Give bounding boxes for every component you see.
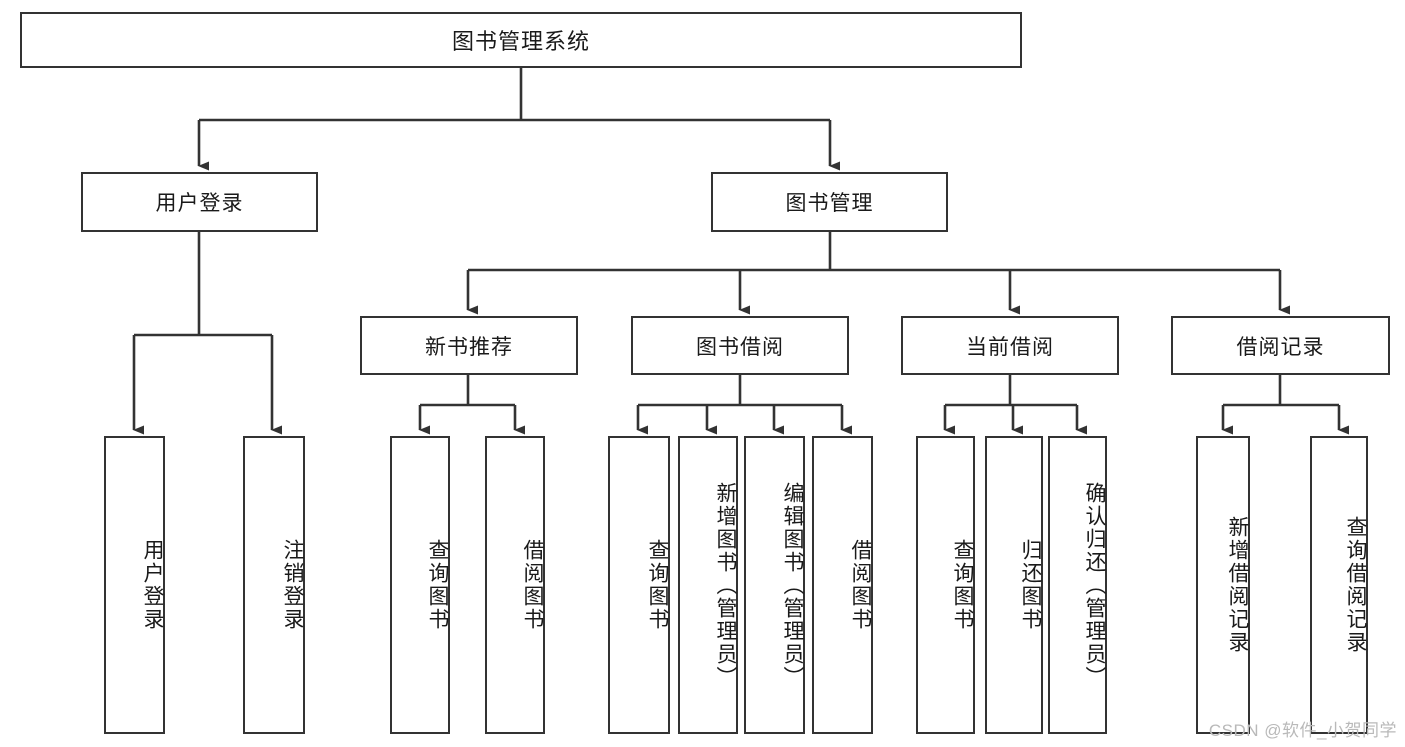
node-label: 图书借阅 xyxy=(696,335,784,359)
node-label: 图书管理系统 xyxy=(451,29,590,54)
node-user-login[interactable]: 用户登录 xyxy=(81,172,318,232)
node-leaf-add-book-admin[interactable]: 新增图书（管理员） xyxy=(678,436,738,734)
node-root-book-management-system[interactable]: 图书管理系统 xyxy=(20,12,1022,68)
node-label: 借阅图书 xyxy=(849,539,872,631)
node-leaf-user-login[interactable]: 用户登录 xyxy=(104,436,165,734)
node-label: 归还图书 xyxy=(1019,539,1042,631)
node-label: 用户登录 xyxy=(155,192,244,215)
node-leaf-edit-book-admin[interactable]: 编辑图书（管理员） xyxy=(744,436,805,734)
node-leaf-query-book-borrow[interactable]: 查询图书 xyxy=(608,436,670,734)
node-leaf-add-borrow-record[interactable]: 新增借阅记录 xyxy=(1196,436,1250,734)
node-leaf-borrow-book-new[interactable]: 借阅图书 xyxy=(485,436,545,734)
node-label: 查询图书 xyxy=(646,539,669,631)
node-label: 新书推荐 xyxy=(425,335,513,359)
node-label: 确认归还（管理员） xyxy=(1083,481,1106,689)
node-label: 查询借阅记录 xyxy=(1344,516,1367,654)
node-current-borrow[interactable]: 当前借阅 xyxy=(901,316,1119,375)
node-label: 新增图书（管理员） xyxy=(714,481,737,689)
watermark-text: CSDN @软件_小贺同学 xyxy=(1208,721,1397,740)
node-leaf-return-book[interactable]: 归还图书 xyxy=(985,436,1043,734)
node-leaf-query-book-current[interactable]: 查询图书 xyxy=(916,436,975,734)
node-leaf-confirm-return-admin[interactable]: 确认归还（管理员） xyxy=(1048,436,1107,734)
node-borrow-record[interactable]: 借阅记录 xyxy=(1171,316,1390,375)
node-label: 注销登录 xyxy=(281,539,304,631)
node-leaf-logout[interactable]: 注销登录 xyxy=(243,436,305,734)
node-book-borrow[interactable]: 图书借阅 xyxy=(631,316,849,375)
node-label: 查询图书 xyxy=(951,539,974,631)
node-label: 当前借阅 xyxy=(966,335,1054,359)
node-leaf-query-borrow-record[interactable]: 查询借阅记录 xyxy=(1310,436,1368,734)
node-leaf-borrow-book[interactable]: 借阅图书 xyxy=(812,436,873,734)
node-label: 查询图书 xyxy=(426,539,449,631)
node-leaf-query-book-new[interactable]: 查询图书 xyxy=(390,436,450,734)
node-label: 用户登录 xyxy=(141,539,164,631)
node-label: 借阅记录 xyxy=(1236,335,1325,359)
node-label: 编辑图书（管理员） xyxy=(781,481,804,689)
node-new-book-recommend[interactable]: 新书推荐 xyxy=(360,316,578,375)
node-label: 借阅图书 xyxy=(521,539,544,631)
node-book-management[interactable]: 图书管理 xyxy=(711,172,948,232)
node-label: 新增借阅记录 xyxy=(1226,516,1249,654)
node-label: 图书管理 xyxy=(785,192,874,215)
